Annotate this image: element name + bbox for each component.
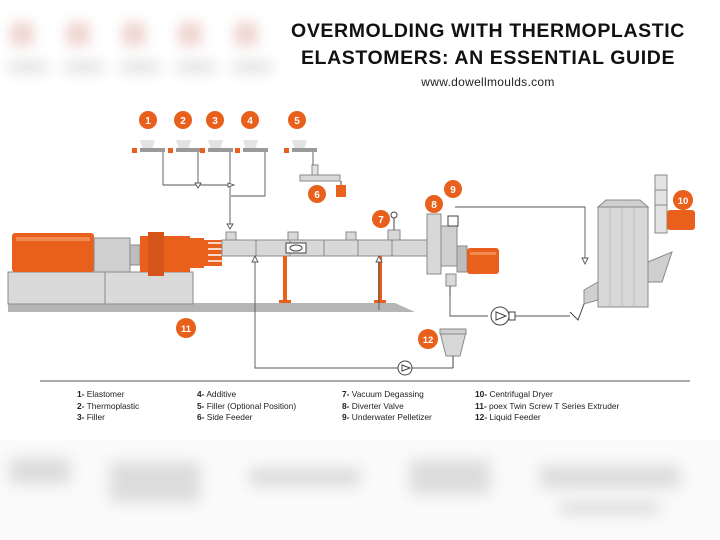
- svg-text:3: 3: [212, 116, 218, 127]
- blurred-background-header: [0, 0, 280, 100]
- legend-item: 11- poex Twin Screw T Series Extruder: [475, 400, 620, 411]
- title-line-2: ELASTOMERS: AN ESSENTIAL GUIDE: [300, 47, 676, 69]
- svg-text:2: 2: [180, 116, 186, 127]
- website-url: www.dowellmoulds.com: [421, 75, 555, 89]
- diverter-pelletizer-assembly: [426, 213, 499, 296]
- legend-item: 8- Diverter Valve: [342, 400, 404, 411]
- feed-hoppers: [132, 140, 317, 153]
- marker-3: 3: [206, 111, 224, 129]
- pump-symbols: [397, 303, 585, 376]
- legend-item: 7- Vacuum Degassing: [342, 389, 424, 399]
- legend-item: 10- Centrifugal Dryer: [475, 389, 553, 399]
- extruder-barrel: [221, 229, 428, 257]
- marker-1: 1: [139, 111, 157, 129]
- legend-item: 6- Side Feeder: [197, 412, 253, 423]
- svg-text:8: 8: [431, 200, 437, 211]
- gearbox: [140, 232, 222, 276]
- page-title: OVERMOLDING WITH THERMOPLASTIC ELASTOMER…: [278, 18, 698, 72]
- marker-12: 12: [418, 329, 438, 349]
- legend-item: 1- Elastomer: [77, 389, 125, 399]
- marker-4: 4: [241, 111, 259, 129]
- legend-column-2: 4- Additive 5- Filler (Optional Position…: [197, 389, 296, 424]
- legend-item: 12- Liquid Feeder: [475, 412, 541, 423]
- svg-text:6: 6: [314, 190, 320, 201]
- marker-9: 9: [444, 180, 462, 198]
- marker-11: 11: [176, 318, 196, 338]
- legend-column-3: 7- Vacuum Degassing 8- Diverter Valve 9-…: [342, 389, 432, 424]
- svg-text:11: 11: [181, 324, 192, 335]
- marker-10: 10: [673, 190, 693, 210]
- marker-7: 7: [372, 210, 390, 228]
- numbered-markers: 1 2 3 4 5 6 7 8 9 10 11 12: [139, 111, 693, 349]
- centrifugal-dryer: [583, 174, 695, 308]
- marker-2: 2: [174, 111, 192, 129]
- title-line-1: OVERMOLDING WITH THERMOPLASTIC: [291, 20, 685, 42]
- svg-text:10: 10: [678, 196, 689, 207]
- marker-5: 5: [288, 111, 306, 129]
- marker-6: 6: [308, 185, 326, 203]
- svg-text:4: 4: [247, 116, 253, 127]
- legend-item: 5- Filler (Optional Position): [197, 400, 297, 411]
- blurred-background-footer: [0, 440, 720, 540]
- svg-text:9: 9: [450, 185, 456, 196]
- legend-item: 4- Additive: [197, 389, 237, 399]
- side-feeder: [299, 164, 346, 197]
- svg-text:5: 5: [294, 116, 300, 127]
- motor: [12, 233, 141, 273]
- process-pipes: [162, 152, 586, 369]
- marker-8: 8: [425, 195, 443, 213]
- liquid-feeder: [439, 328, 467, 368]
- legend-item: 9- Underwater Pelletizer: [342, 412, 432, 423]
- svg-text:1: 1: [145, 116, 151, 127]
- legend-column-1: 1- Elastomer 2- Thermoplastic 3- Filler: [77, 389, 139, 424]
- svg-text:12: 12: [423, 335, 434, 346]
- legend-item: 3- Filler: [77, 412, 105, 423]
- extruder-base: [7, 271, 415, 312]
- legend-item: 2- Thermoplastic: [77, 400, 140, 411]
- barrel-supports: [279, 256, 386, 303]
- legend-column-4: 10- Centrifugal Dryer 11- poex Twin Scre…: [475, 389, 619, 424]
- svg-text:7: 7: [378, 215, 384, 226]
- vacuum-degassing-gauge: [390, 211, 398, 230]
- flow-arrows: [194, 182, 589, 266]
